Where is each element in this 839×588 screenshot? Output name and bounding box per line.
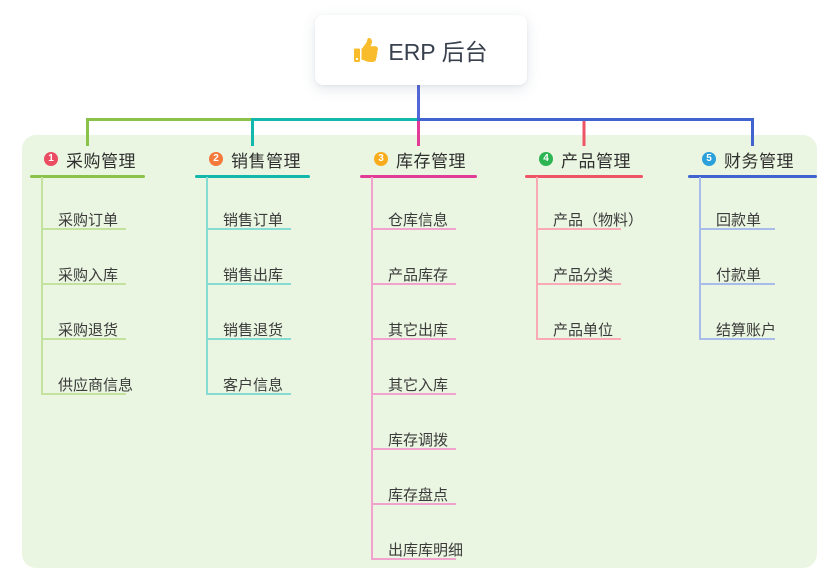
child-node[interactable]: 采购退货 xyxy=(58,322,119,339)
bus-segment xyxy=(417,118,754,121)
child-underline xyxy=(371,558,456,560)
branches-panel xyxy=(22,135,817,568)
thumbs-up-icon xyxy=(354,38,379,62)
branch-title: 财务管理 xyxy=(724,151,794,171)
children-connector-line xyxy=(371,177,373,560)
branch: 5 财务管理回款单付款单结算账户 xyxy=(688,148,827,340)
child-underline xyxy=(699,283,775,285)
children-connector-line xyxy=(699,177,701,340)
root-stem-line xyxy=(417,84,420,120)
branch-underline xyxy=(195,175,310,178)
child-node[interactable]: 采购入库 xyxy=(58,267,119,284)
child-node[interactable]: 仓库信息 xyxy=(388,212,449,229)
branch: 3 库存管理仓库信息产品库存其它出库其它入库库存调拨库存盘点出库库明细 xyxy=(360,148,487,560)
child-node[interactable]: 客户信息 xyxy=(223,377,284,394)
child-underline xyxy=(41,283,126,285)
branch-header[interactable]: 2 销售管理 xyxy=(195,148,320,171)
child-node[interactable]: 付款单 xyxy=(716,267,762,284)
children-connector-line xyxy=(536,177,538,340)
child-node[interactable]: 其它出库 xyxy=(388,322,449,339)
branch-header[interactable]: 3 库存管理 xyxy=(360,148,487,171)
child-underline xyxy=(371,448,456,450)
bus-segment xyxy=(86,118,253,121)
bus-segment xyxy=(251,118,420,121)
branch: 4 产品管理产品（物料） 产品分类产品单位 xyxy=(525,148,653,340)
child-underline xyxy=(371,503,456,505)
root-node[interactable]: ERP 后台 xyxy=(315,15,527,85)
child-node[interactable]: 销售订单 xyxy=(223,212,284,229)
child-node[interactable]: 采购订单 xyxy=(58,212,119,229)
child-underline xyxy=(206,283,291,285)
child-node[interactable]: 产品分类 xyxy=(553,267,614,284)
child-underline xyxy=(699,338,775,340)
branch-title: 销售管理 xyxy=(231,151,301,171)
child-node[interactable]: 产品单位 xyxy=(553,322,614,339)
branch: 1 采购管理采购订单采购入库采购退货供应商信息 xyxy=(30,148,155,395)
children-connector-line xyxy=(41,177,43,395)
child-underline xyxy=(536,283,621,285)
branch-number-badge: 1 xyxy=(44,152,58,166)
child-node[interactable]: 其它入库 xyxy=(388,377,449,394)
child-underline xyxy=(371,338,456,340)
child-underline xyxy=(536,228,621,230)
branch-header[interactable]: 5 财务管理 xyxy=(688,148,827,171)
branch-title: 库存管理 xyxy=(396,151,466,171)
child-underline xyxy=(41,228,126,230)
child-node[interactable]: 产品库存 xyxy=(388,267,449,284)
child-node[interactable]: 回款单 xyxy=(716,212,762,229)
child-node[interactable]: 产品（物料） xyxy=(553,212,644,229)
branch-underline xyxy=(688,175,817,178)
child-underline xyxy=(536,338,621,340)
child-node[interactable]: 库存调拨 xyxy=(388,432,449,449)
child-node[interactable]: 供应商信息 xyxy=(58,377,134,394)
child-underline xyxy=(371,228,456,230)
root-title: ERP 后台 xyxy=(388,39,488,65)
branch-number-badge: 3 xyxy=(374,152,388,166)
children-connector-line xyxy=(206,177,208,395)
branch-header[interactable]: 1 采购管理 xyxy=(30,148,155,171)
branch-title: 产品管理 xyxy=(561,151,631,171)
branch-number-badge: 4 xyxy=(539,152,553,166)
child-node[interactable]: 结算账户 xyxy=(716,322,777,339)
child-node[interactable]: 销售出库 xyxy=(223,267,284,284)
branch-underline xyxy=(525,175,643,178)
child-node[interactable]: 出库库明细 xyxy=(388,542,464,559)
branch-number-badge: 2 xyxy=(209,152,223,166)
branch-underline xyxy=(360,175,477,178)
branch-title: 采购管理 xyxy=(66,151,136,171)
child-underline xyxy=(206,393,291,395)
child-underline xyxy=(41,393,126,395)
branch: 2 销售管理销售订单销售出库销售退货客户信息 xyxy=(195,148,320,395)
child-underline xyxy=(371,393,456,395)
child-underline xyxy=(371,283,456,285)
child-underline xyxy=(206,228,291,230)
child-underline xyxy=(41,338,126,340)
branch-number-badge: 5 xyxy=(702,152,716,166)
child-node[interactable]: 销售退货 xyxy=(223,322,284,339)
child-underline xyxy=(206,338,291,340)
branch-header[interactable]: 4 产品管理 xyxy=(525,148,653,171)
child-node[interactable]: 库存盘点 xyxy=(388,487,449,504)
child-underline xyxy=(699,228,775,230)
branch-underline xyxy=(30,175,145,178)
